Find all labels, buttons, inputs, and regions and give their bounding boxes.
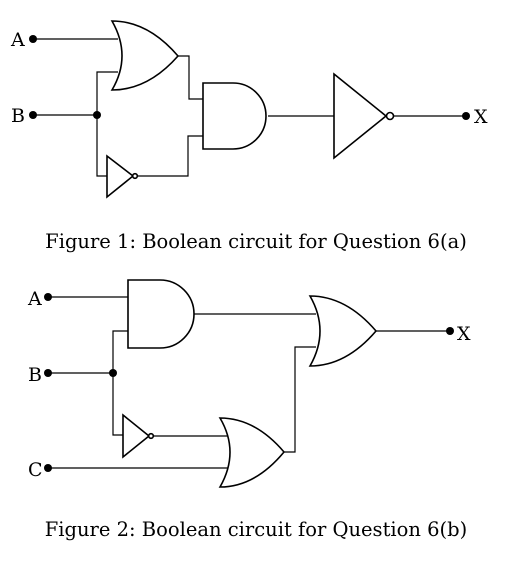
fig1-not-gate-small [106,154,139,199]
fig2-and-gate [127,279,195,349]
fig2-not-gate [122,413,155,459]
fig1-wire-b-to-not [96,115,107,177]
fig2-input-c-label: C [28,459,43,481]
fig1-input-a-label: A [10,29,25,51]
figure-2-caption: Figure 2: Boolean circuit for Question 6… [44,518,468,541]
fig1-and-gate [202,82,267,150]
figure-1-circuit: A B X [10,20,488,199]
fig2-or-gate-output [308,295,378,367]
fig1-wire-not-to-and [137,135,203,177]
fig2-or-gate-lower [218,417,286,488]
fig2-wire-b-to-and [112,330,128,373]
fig1-not-gate-large [333,72,395,160]
figure-2-circuit: A B C X [27,279,471,488]
fig1-input-b-label: B [11,105,25,127]
fig1-or-gate [110,20,180,91]
fig1-wire-or-to-and [178,55,203,100]
fig2-input-a-label: A [27,288,42,310]
fig2-input-b-label: B [28,364,42,386]
fig2-wire-b-to-not [112,373,123,436]
fig2-wire-or-to-or [284,346,316,453]
fig2-output-x-label: X [457,323,471,345]
fig1-output-x-label: X [474,106,488,128]
figure-1-caption: Figure 1: Boolean circuit for Question 6… [45,230,467,253]
fig1-wire-b-to-or [96,71,118,115]
